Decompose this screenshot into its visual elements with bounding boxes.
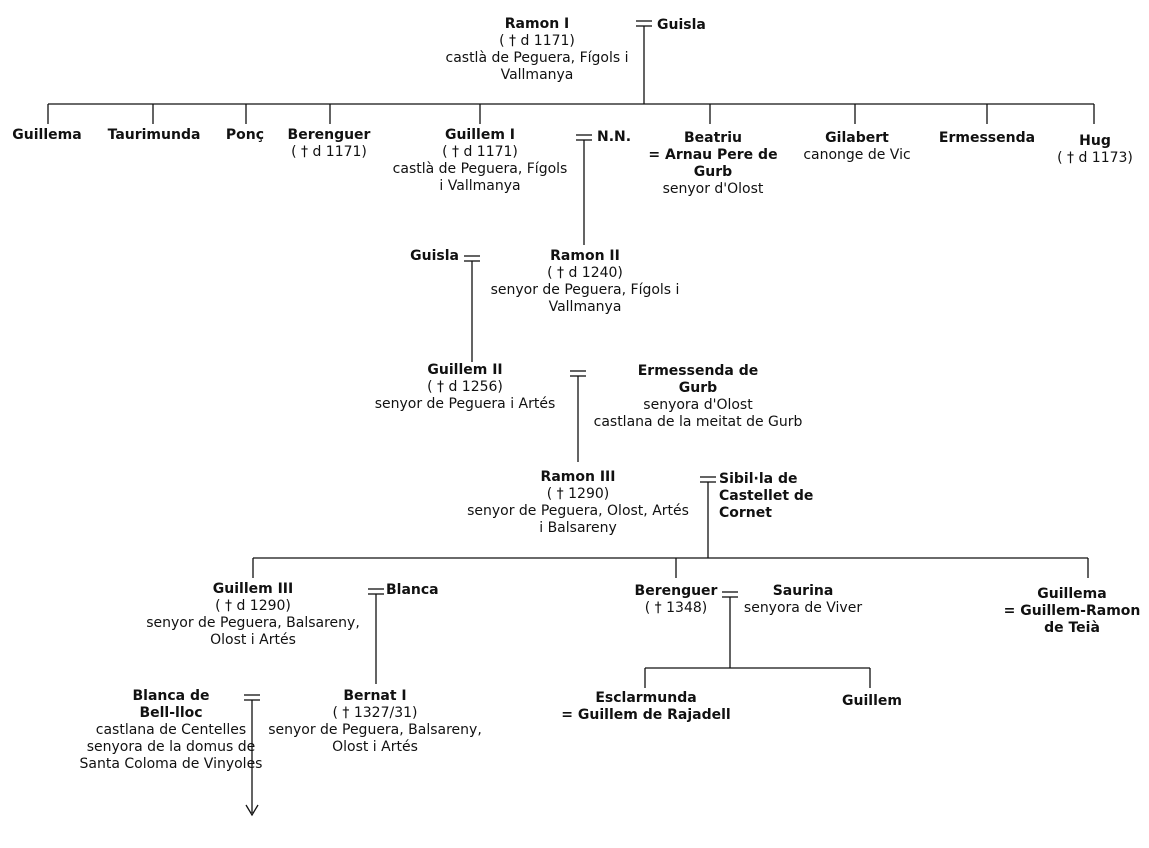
spouse-name: = Arnau Pere de bbox=[648, 147, 778, 163]
person-dates: ( † 1348) bbox=[644, 600, 708, 616]
person-dates: ( † d 1290) bbox=[215, 598, 291, 614]
person-blanca-de-bell-lloc: Blanca de Bell-lloc castlana de Centelle… bbox=[80, 688, 263, 773]
person-name: Hug bbox=[1079, 133, 1111, 149]
person-dates: ( † d 1256) bbox=[427, 379, 503, 395]
person-ermessenda-1: Ermessenda bbox=[938, 130, 1036, 146]
person-gilabert: Gilabert canonge de Vic bbox=[803, 130, 910, 164]
person-name: Ramon II bbox=[550, 248, 620, 264]
person-guillema-2: Guillema = Guillem-Ramon de Teià bbox=[1004, 586, 1141, 637]
person-name: Castellet de bbox=[719, 488, 814, 504]
spouse-name: = Guillem-Ramon bbox=[1003, 603, 1141, 619]
person-title: senyor de Peguera i Artés bbox=[374, 396, 556, 412]
person-sibilla: Sibil·la de Castellet de Cornet bbox=[719, 471, 813, 522]
person-guillem-2: Guillem II ( † d 1256) senyor de Peguera… bbox=[375, 362, 556, 413]
person-name: Gurb bbox=[678, 380, 718, 396]
person-dates: ( † d 1240) bbox=[547, 265, 623, 281]
arrow-head bbox=[245, 804, 259, 817]
spouse-name: = Guillem de Rajadell bbox=[561, 707, 731, 723]
person-name: Ramon I bbox=[504, 16, 570, 32]
person-ramon-1: Ramon I ( † d 1171) castlà de Peguera, F… bbox=[445, 16, 628, 84]
person-name: Sibil·la de bbox=[719, 471, 798, 487]
person-name: Guillem I bbox=[444, 127, 516, 143]
person-title: senyor de Peguera, Olost, Artés bbox=[467, 503, 689, 519]
spouse-name-text: Guillem-Ramon bbox=[1020, 603, 1141, 619]
person-name: Berenguer bbox=[634, 583, 718, 599]
person-ermessenda-2: Ermessenda de Gurb senyora d'Olost castl… bbox=[594, 363, 803, 431]
person-title: castlana de la meitat de Gurb bbox=[593, 414, 803, 430]
person-nn: N.N. bbox=[597, 129, 632, 145]
person-guillema-1: Guillema bbox=[12, 127, 82, 143]
person-title: senyora de Viver bbox=[743, 600, 863, 616]
person-title: castlà de Peguera, Fígols i bbox=[445, 50, 629, 66]
person-name: Esclarmunda bbox=[595, 690, 697, 706]
person-name: Beatriu bbox=[684, 130, 742, 146]
person-title: Vallmanya bbox=[548, 299, 622, 315]
person-ramon-3: Ramon III ( † 1290) senyor de Peguera, O… bbox=[467, 469, 689, 537]
person-guisla-2: Guisla bbox=[410, 248, 459, 264]
person-name: Bernat I bbox=[343, 688, 407, 704]
person-hug: Hug ( † d 1173) bbox=[1057, 133, 1133, 167]
person-name: Guillem II bbox=[427, 362, 503, 378]
person-bernat-1: Bernat I ( † 1327/31) senyor de Peguera,… bbox=[268, 688, 482, 756]
person-guillem-1: Guillem I ( † d 1171) castlà de Peguera,… bbox=[393, 127, 568, 195]
person-title: Santa Coloma de Vinyoles bbox=[79, 756, 263, 772]
person-saurina: Saurina senyora de Viver bbox=[744, 583, 862, 617]
person-title: Olost i Artés bbox=[210, 632, 296, 648]
person-guillem-4: Guillem bbox=[842, 693, 902, 709]
person-title: i Vallmanya bbox=[439, 178, 521, 194]
person-title: senyor de Peguera, Fígols i bbox=[490, 282, 680, 298]
person-dates: ( † d 1171) bbox=[499, 33, 575, 49]
person-title: senyor d'Olost bbox=[662, 181, 764, 197]
person-dates: ( † 1290) bbox=[546, 486, 610, 502]
person-name: Saurina bbox=[772, 583, 834, 599]
person-berenguer-2: Berenguer ( † 1348) bbox=[635, 583, 718, 617]
person-taurimunda: Taurimunda bbox=[107, 127, 201, 143]
person-name: Ermessenda de bbox=[637, 363, 759, 379]
person-name: Gilabert bbox=[825, 130, 889, 146]
person-title: senyora de la domus de bbox=[86, 739, 256, 755]
person-berenguer-1: Berenguer ( † d 1171) bbox=[288, 127, 371, 161]
person-name: Cornet bbox=[719, 505, 772, 521]
person-esclarmunda: Esclarmunda = Guillem de Rajadell bbox=[561, 690, 730, 724]
person-title: castlà de Peguera, Fígols bbox=[392, 161, 568, 177]
person-title: Olost i Artés bbox=[332, 739, 418, 755]
person-name: Berenguer bbox=[287, 127, 371, 143]
person-title: castlana de Centelles bbox=[95, 722, 247, 738]
person-name: Guillema bbox=[1037, 586, 1107, 602]
person-dates: ( † d 1173) bbox=[1057, 150, 1133, 166]
person-title: senyor de Peguera, Balsareny, bbox=[268, 722, 482, 738]
person-dates: ( † 1327/31) bbox=[332, 705, 418, 721]
spouse-name-text: Arnau Pere de bbox=[665, 147, 778, 163]
person-dates: ( † d 1171) bbox=[442, 144, 518, 160]
person-title: Vallmanya bbox=[500, 67, 574, 83]
person-guillem-3: Guillem III ( † d 1290) senyor de Peguer… bbox=[146, 581, 360, 649]
person-guisla-1: Guisla bbox=[657, 17, 706, 33]
person-name: Bell-lloc bbox=[139, 705, 203, 721]
person-ponc: Ponç bbox=[225, 127, 265, 143]
person-ramon-2: Ramon II ( † d 1240) senyor de Peguera, … bbox=[491, 248, 680, 316]
person-title: senyora d'Olost bbox=[643, 397, 753, 413]
person-title: canonge de Vic bbox=[803, 147, 911, 163]
spouse-name: de Teià bbox=[1044, 620, 1100, 636]
person-name: Ramon III bbox=[540, 469, 616, 485]
person-name: Guillem III bbox=[212, 581, 294, 597]
person-beatriu: Beatriu = Arnau Pere de Gurb senyor d'Ol… bbox=[648, 130, 777, 198]
spouse-name-text: Guillem de Rajadell bbox=[577, 707, 731, 723]
person-name: Blanca de bbox=[132, 688, 210, 704]
person-title: senyor de Peguera, Balsareny, bbox=[146, 615, 360, 631]
person-dates: ( † d 1171) bbox=[291, 144, 367, 160]
spouse-name: Gurb bbox=[693, 164, 733, 180]
person-blanca: Blanca bbox=[386, 582, 439, 598]
person-title: i Balsareny bbox=[539, 520, 617, 536]
